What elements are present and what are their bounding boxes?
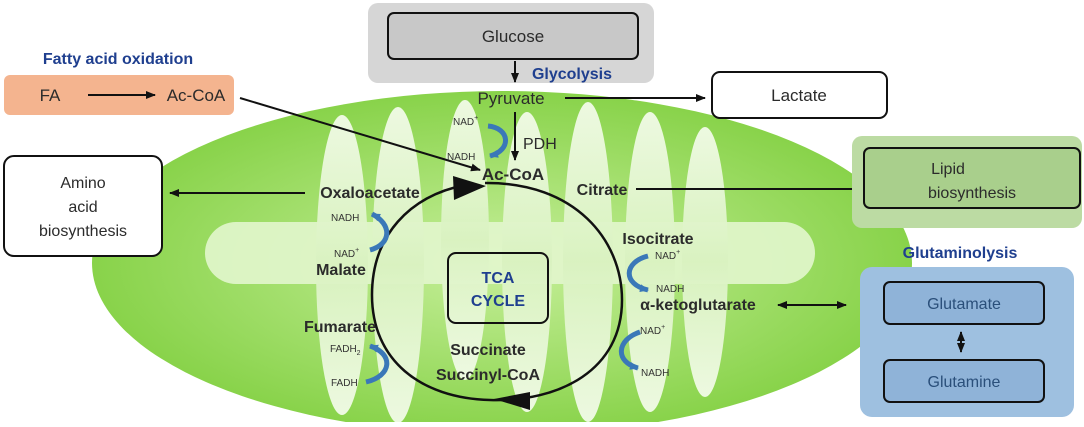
succinyl-coa-label: Succinyl-CoA — [436, 367, 540, 384]
pdh-nad-arrow — [487, 123, 508, 159]
lactate-box — [711, 71, 888, 119]
iso-nad-text: NAD+ — [655, 249, 680, 262]
malate-nadh-text: NADH — [331, 213, 359, 224]
iso-nadh-text: NADH — [656, 284, 684, 295]
akg-nad-arrow — [618, 329, 641, 371]
fa-label: FA — [40, 86, 61, 105]
pdh-nad-plus: + — [474, 115, 478, 122]
fa-to-mito-arrow — [239, 97, 481, 172]
glucose-box — [387, 12, 639, 60]
amino-acid-box — [3, 155, 163, 257]
fadh-text: FADH — [331, 378, 358, 389]
glucose-label: Glucose — [482, 27, 544, 46]
tca-cycle-box — [447, 252, 549, 324]
accoa-label: Ac-CoA — [482, 165, 544, 184]
tca-arrowhead-top — [453, 176, 486, 200]
glycolysis-title: Glycolysis — [532, 66, 612, 83]
fatty-acid-oxidation-title: Fatty acid oxidation — [43, 51, 193, 68]
akg-nadh-text: NADH — [641, 368, 669, 379]
amino-label-line3: biosynthesis — [39, 223, 127, 240]
tca-label-line2: CYCLE — [471, 293, 526, 310]
oxaloacetate-label: Oxaloacetate — [320, 185, 420, 202]
lipid-label-line2: biosynthesis — [928, 185, 1016, 202]
tca-cycle-loop — [370, 181, 624, 402]
pyruvate-label: Pyruvate — [477, 89, 544, 108]
glutaminolysis-title: Glutaminolysis — [903, 245, 1018, 262]
akg-nad-text: NAD+ — [640, 324, 665, 337]
fumarate-fad-arrow — [365, 343, 390, 385]
pdh-nadh-text: NADH — [447, 152, 475, 163]
glutamate-label: Glutamate — [927, 296, 1001, 313]
isocitrate-nad-arrow — [626, 253, 649, 293]
amino-label-line1: Amino — [60, 175, 105, 192]
fumarate-label: Fumarate — [304, 319, 376, 336]
fa-accoa-label: Ac-CoA — [167, 86, 226, 105]
glutamine-box — [883, 359, 1045, 403]
iso-nad: NAD — [655, 251, 676, 262]
succinate-label: Succinate — [450, 342, 526, 359]
amino-label-line2: acid — [68, 199, 97, 216]
iso-nad-plus: + — [676, 249, 680, 256]
glutamine-label: Glutamine — [928, 374, 1001, 391]
malate-nad-text: NAD+ — [334, 247, 359, 260]
malate-nad-plus: + — [355, 247, 359, 254]
lipid-label-line1: Lipid — [931, 161, 965, 178]
akg-nad: NAD — [640, 326, 661, 337]
lactate-label: Lactate — [771, 86, 827, 105]
pdh-label: PDH — [523, 136, 557, 153]
glutamate-box — [883, 281, 1045, 325]
pdh-nad: NAD — [453, 117, 474, 128]
fadh2-sub: 2 — [357, 350, 361, 357]
malate-nad: NAD — [334, 249, 355, 260]
mitochondrion-cristae — [205, 100, 815, 423]
akg-nad-plus: + — [661, 324, 665, 331]
fadh2: FADH — [330, 344, 357, 355]
tca-arrowhead-bottom — [494, 392, 530, 410]
tca-label-line1: TCA — [482, 270, 515, 287]
pdh-nad-text: NAD+ — [453, 115, 478, 128]
citrate-label: Citrate — [577, 182, 628, 199]
malate-label: Malate — [316, 262, 366, 279]
fadh2-text: FADH2 — [330, 344, 361, 357]
malate-nad-arrow — [369, 211, 390, 253]
lipid-box — [863, 147, 1081, 209]
isocitrate-label: Isocitrate — [622, 231, 693, 248]
alpha-kg-label: α-ketoglutarate — [640, 297, 756, 314]
